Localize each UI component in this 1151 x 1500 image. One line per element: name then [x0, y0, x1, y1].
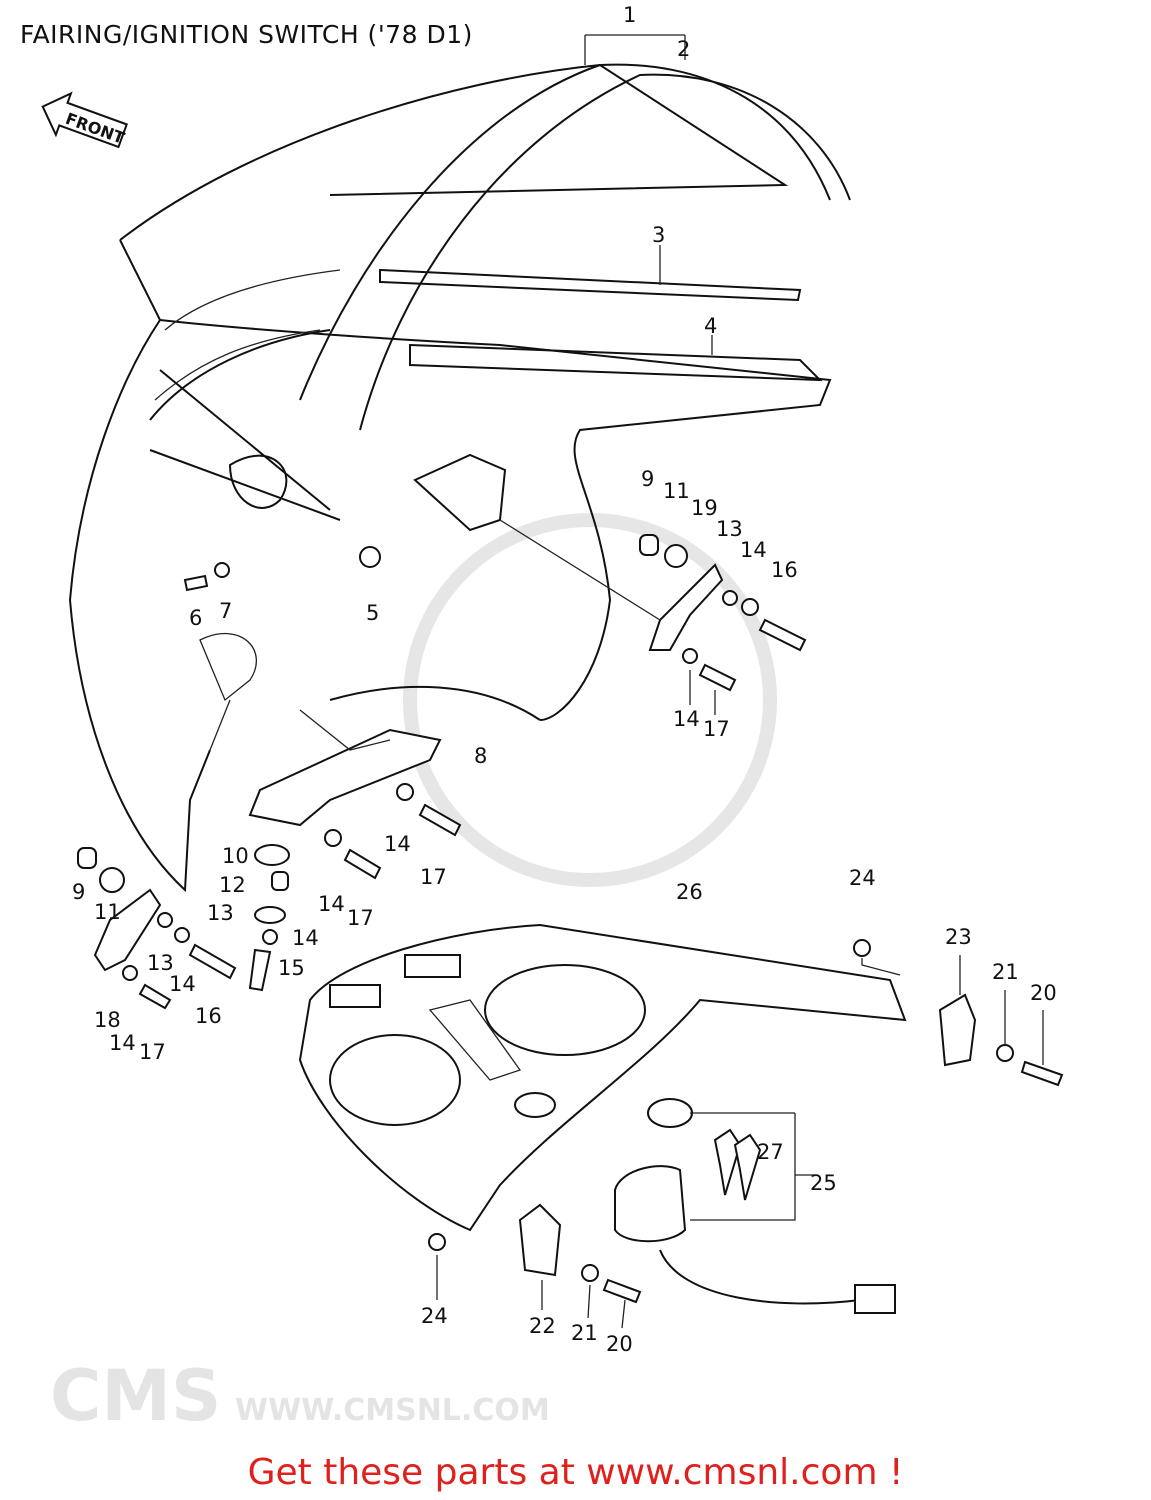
callout: 4 — [704, 314, 717, 338]
diagram-title: FAIRING/IGNITION SWITCH ('78 D1) — [20, 20, 473, 49]
callout: 26 — [676, 880, 703, 904]
callout: 15 — [278, 956, 305, 980]
watermark: CMS WWW.CMSNL.COM — [50, 513, 777, 1437]
trim-strip-4 — [409, 343, 823, 382]
callout: 17 — [139, 1040, 166, 1064]
callout: 9 — [641, 467, 654, 491]
mount-block — [413, 453, 507, 532]
callout: 5 — [366, 601, 379, 625]
callout: 16 — [771, 558, 798, 582]
footer-link[interactable]: Get these parts at www.cmsnl.com ! — [247, 1452, 904, 1493]
bracket-23 — [938, 993, 977, 1067]
callout: 7 — [219, 599, 232, 623]
bracket-19 — [648, 563, 724, 651]
callout: 24 — [849, 866, 876, 890]
callout: 19 — [691, 496, 718, 520]
callouts: 1 2 3 4 9 11 19 13 14 16 14 17 6 7 5 8 1… — [72, 3, 1057, 1356]
callout: 8 — [474, 744, 487, 768]
watermark-logo: CMS — [50, 1355, 221, 1437]
bracket-22 — [518, 1203, 562, 1277]
callout: 14 — [740, 538, 767, 562]
callout: 18 — [94, 1008, 121, 1032]
callout: 22 — [529, 1314, 556, 1338]
callout: 23 — [945, 925, 972, 949]
callout: 17 — [347, 906, 374, 930]
callout: 20 — [1030, 981, 1057, 1005]
callout: 3 — [652, 223, 665, 247]
callout: 13 — [207, 901, 234, 925]
callout: 27 — [757, 1140, 784, 1164]
leader-lines — [209, 34, 1044, 1329]
meter-panel — [298, 923, 907, 1232]
callout: 11 — [94, 900, 121, 924]
hardware — [77, 534, 1064, 1304]
callout: 6 — [189, 606, 202, 630]
callout: 20 — [606, 1332, 633, 1356]
windshield-trim — [149, 63, 851, 521]
ignition-switch — [614, 1098, 896, 1314]
callout: 21 — [992, 960, 1019, 984]
callout: 17 — [703, 717, 730, 741]
callout: 14 — [384, 832, 411, 856]
front-arrow-icon: FRONT — [41, 91, 128, 149]
callout: 1 — [623, 3, 636, 27]
callout: 2 — [677, 37, 690, 61]
callout: 25 — [810, 1171, 837, 1195]
callout: 24 — [421, 1304, 448, 1328]
callout: 14 — [169, 972, 196, 996]
callout: 13 — [147, 951, 174, 975]
callout: 9 — [72, 880, 85, 904]
callout: 14 — [673, 707, 700, 731]
callout: 17 — [420, 865, 447, 889]
trim-strip-3 — [379, 268, 802, 302]
fairing — [68, 63, 832, 893]
callout: 21 — [571, 1321, 598, 1345]
bracket-18 — [93, 888, 162, 972]
callout: 14 — [292, 926, 319, 950]
bracket-8 — [248, 728, 442, 827]
callout: 13 — [716, 517, 743, 541]
callout: 10 — [222, 844, 249, 868]
callout: 14 — [109, 1031, 136, 1055]
callout: 16 — [195, 1004, 222, 1028]
watermark-url: WWW.CMSNL.COM — [235, 1393, 550, 1428]
callout: 12 — [219, 873, 246, 897]
callout: 11 — [663, 479, 690, 503]
callout: 14 — [318, 892, 345, 916]
